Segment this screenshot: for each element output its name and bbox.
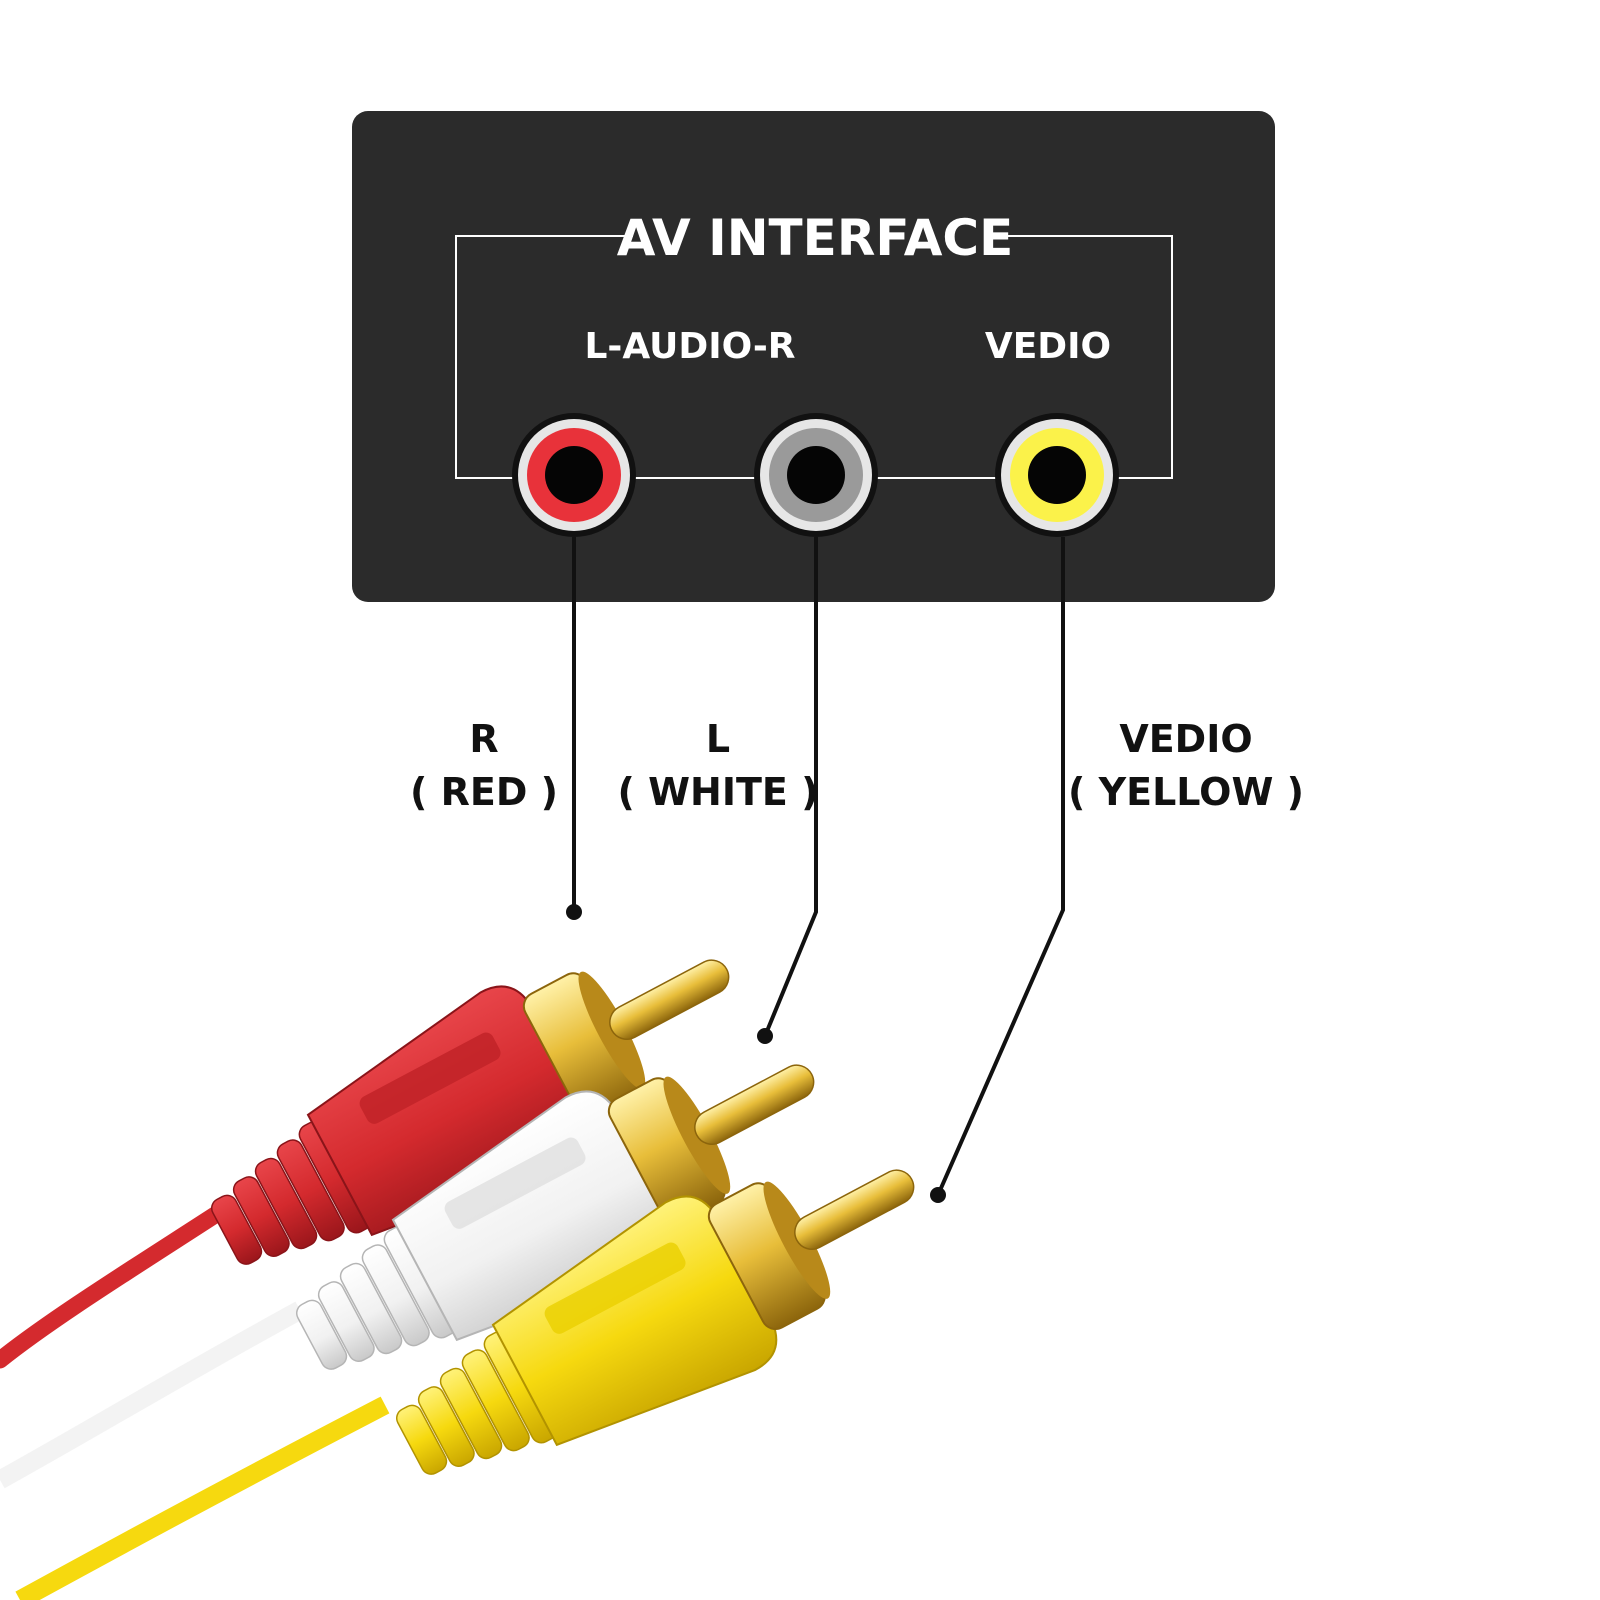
panel-frame [455,235,1173,479]
callout-yellow-color: ( YELLOW ) [1068,770,1304,814]
cable-yellow [15,1396,390,1600]
callout-red-color: ( RED ) [410,770,558,814]
rca-plug-yellow-icon [395,1169,915,1475]
cable-white [0,1302,305,1488]
callout-white-name: L [706,717,730,761]
rca-jack-white-icon [754,413,878,537]
leader-yellow [936,537,1065,1196]
leader-dot-yellow [930,1187,946,1203]
callout-red-name: R [469,717,498,761]
cable-red [0,1206,224,1369]
leader-dot-white [757,1028,773,1044]
leader-white [763,537,818,1037]
cable-white-outline [0,1301,305,1489]
audio-label: L-AUDIO-R [584,326,795,367]
callout-yellow-name: VEDIO [1119,717,1252,761]
callout-white-color: ( WHITE ) [618,770,819,814]
rca-jack-yellow-icon [995,413,1119,537]
video-label: VEDIO [985,326,1111,367]
leader-lines [572,537,1065,1196]
panel-title: AV INTERFACE [617,209,1014,267]
leader-dot-red [566,904,582,920]
rca-jack-red-icon [512,413,636,537]
